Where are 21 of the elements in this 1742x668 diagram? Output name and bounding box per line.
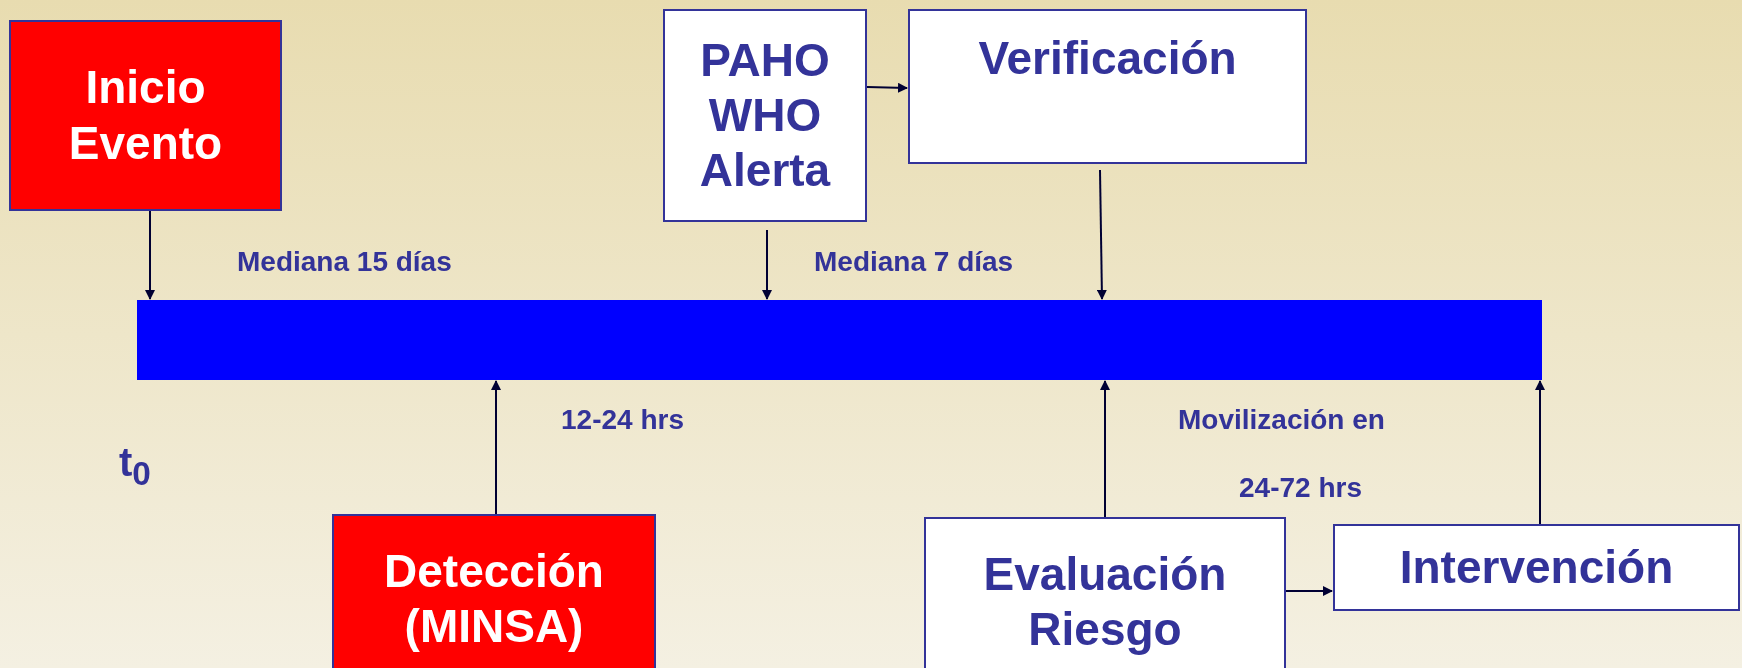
duration-label: 12-24 hrs <box>561 404 684 436</box>
arrow <box>1535 380 1545 525</box>
arrow <box>491 380 501 515</box>
arrow <box>1100 380 1110 518</box>
event-start-box: Inicio Evento <box>9 20 282 211</box>
detection-box: Detección (MINSA) <box>332 514 656 668</box>
arrow <box>762 229 772 300</box>
risk-evaluation-box: Evaluación Riesgo <box>924 517 1286 668</box>
verification-box: Verificación <box>908 9 1307 164</box>
arrow <box>145 210 155 300</box>
arrow <box>1096 169 1107 300</box>
duration-label: Mediana 15 días <box>237 246 452 278</box>
time-zero-label: t$_{0}$ <box>119 440 151 493</box>
timeline-bar <box>137 300 1542 380</box>
mobilization-label: Movilización en <box>1178 404 1385 436</box>
arrow <box>1285 586 1333 596</box>
arrow <box>866 82 908 93</box>
duration-label: Mediana 7 días <box>814 246 1014 278</box>
intervention-box: Intervención <box>1333 524 1740 611</box>
alert-box: PAHO WHO Alerta <box>663 9 867 222</box>
duration-label: 24-72 hrs <box>1239 472 1362 504</box>
